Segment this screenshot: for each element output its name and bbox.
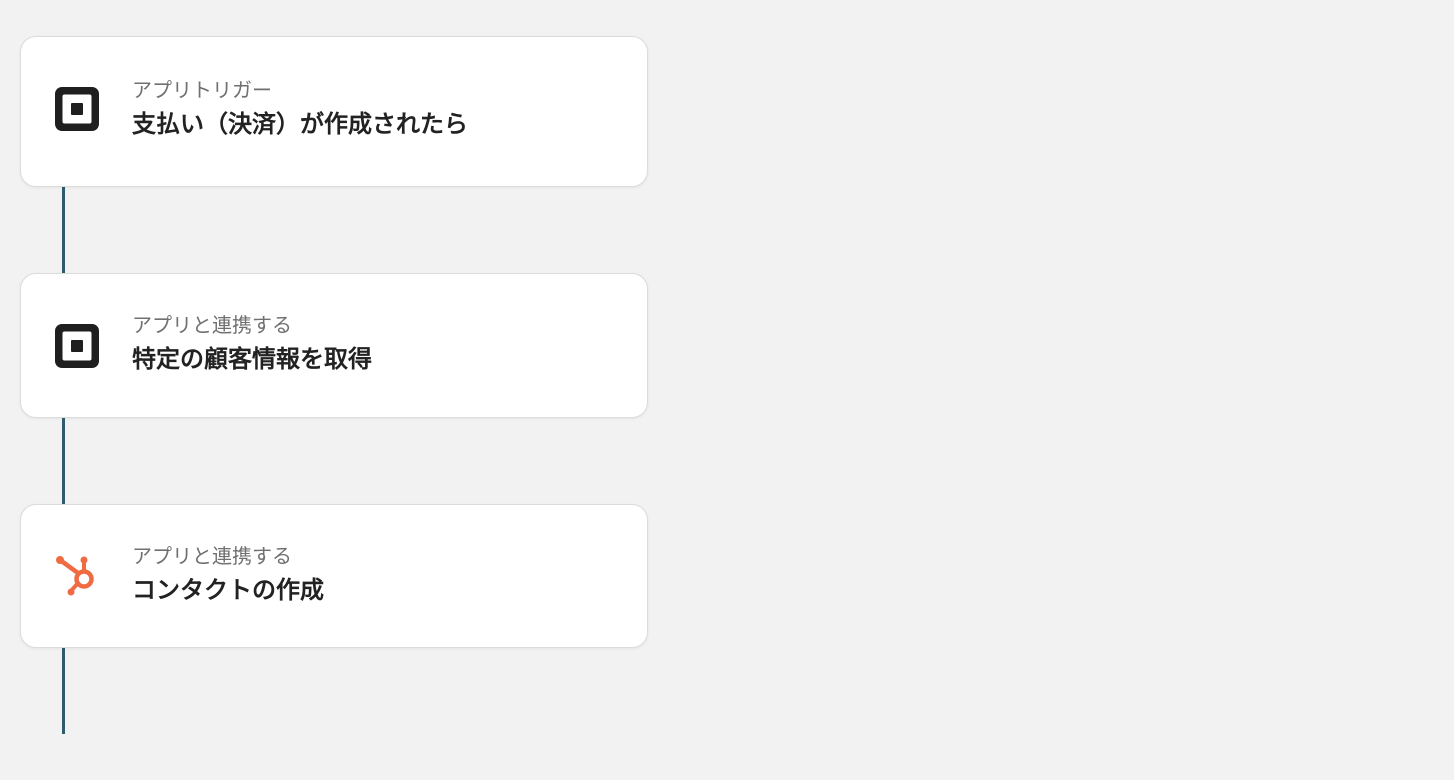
flow-step-action-card[interactable]: アプリと連携する コンタクトの作成 <box>20 504 648 648</box>
flow-step-action-card[interactable]: アプリと連携する 特定の顧客情報を取得 <box>20 273 648 418</box>
step-title: 支払い（決済）が作成されたら <box>132 110 468 138</box>
flow-connector-line <box>62 417 65 505</box>
step-type-label: アプリと連携する <box>132 313 292 337</box>
step-type-label: アプリトリガー <box>132 78 272 102</box>
step-text: アプリトリガー 支払い（決済）が作成されたら <box>132 77 627 139</box>
step-text: アプリと連携する コンタクトの作成 <box>132 543 627 605</box>
step-text: アプリと連携する 特定の顧客情報を取得 <box>132 312 627 374</box>
step-title: 特定の顧客情報を取得 <box>132 345 372 373</box>
hubspot-logo-icon <box>53 553 101 601</box>
flow-connector-line <box>62 186 65 274</box>
step-title: コンタクトの作成 <box>132 576 324 604</box>
flow-step-trigger-card[interactable]: アプリトリガー 支払い（決済）が作成されたら <box>20 36 648 187</box>
square-logo-icon <box>53 322 101 370</box>
square-logo-icon <box>53 85 101 133</box>
flow-connector-line <box>62 647 65 734</box>
step-type-label: アプリと連携する <box>132 544 292 568</box>
